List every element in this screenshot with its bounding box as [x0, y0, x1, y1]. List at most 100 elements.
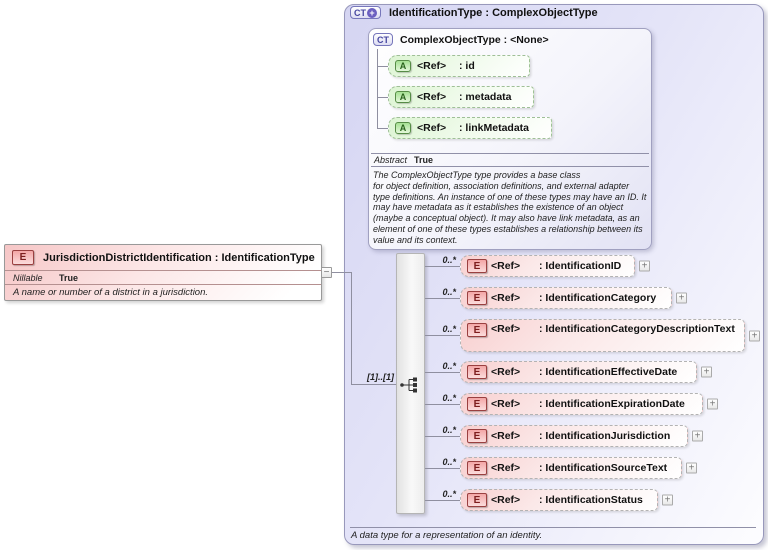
- element-box-identificationcategory[interactable]: E <Ref> : IdentificationCategory +: [460, 287, 687, 309]
- connector-line: [377, 66, 388, 67]
- connector-line: [425, 372, 460, 373]
- element-badge-icon: E: [467, 429, 487, 443]
- element-ref-label: <Ref>: [491, 430, 521, 442]
- attribute-name: : metadata: [459, 91, 512, 103]
- element-name: : IdentificationJurisdiction: [539, 430, 671, 442]
- connector-line: [425, 436, 460, 437]
- element-ref-label: <Ref>: [491, 462, 521, 474]
- occurs-label: 0..*: [442, 287, 456, 297]
- element-badge-icon: E: [467, 259, 487, 273]
- element-name: : IdentificationID: [539, 260, 622, 272]
- element-box-identificationsourcetext[interactable]: E <Ref> : IdentificationSourceText +: [460, 457, 697, 479]
- element-badge-icon: E: [467, 493, 487, 507]
- expand-icon[interactable]: +: [701, 366, 712, 378]
- element-ref-label: <Ref>: [491, 323, 521, 335]
- expand-icon[interactable]: +: [692, 430, 703, 442]
- divider: [371, 153, 649, 154]
- element-name: : IdentificationCategoryDescriptionText: [539, 323, 735, 335]
- element-name: : IdentificationSourceText: [539, 462, 668, 474]
- attribute-name: : id: [459, 60, 475, 72]
- attribute-box-id[interactable]: A <Ref> : id: [388, 55, 530, 77]
- expand-icon[interactable]: +: [639, 260, 650, 272]
- complextype-badge-text: CT: [354, 7, 366, 18]
- element-ref-label: <Ref>: [491, 260, 521, 272]
- element-title: JurisdictionDistrictIdentification : Ide…: [43, 251, 315, 264]
- occurs-label: 0..*: [442, 361, 456, 371]
- attribute-badge-icon: A: [395, 60, 411, 72]
- basetype-title: ComplexObjectType : <None>: [400, 33, 549, 46]
- element-ref-label: <Ref>: [491, 292, 521, 304]
- attribute-ref-label: <Ref>: [417, 60, 447, 72]
- element-badge-icon: E: [467, 323, 487, 337]
- basetype-description: The ComplexObjectType type provides a ba…: [373, 170, 647, 245]
- connector-line: [377, 97, 388, 98]
- nillable-value: True: [59, 272, 79, 283]
- element-box-identificationjurisdiction[interactable]: E <Ref> : IdentificationJurisdiction +: [460, 425, 703, 447]
- connector-line: [425, 298, 460, 299]
- attribute-ref-label: <Ref>: [417, 91, 447, 103]
- cardinality-label: [1]..[1]: [367, 372, 394, 382]
- expand-icon[interactable]: +: [662, 494, 673, 506]
- element-box-identificationexpirationdate[interactable]: E <Ref> : IdentificationExpirationDate +: [460, 393, 718, 415]
- basetype-header: CT ComplexObjectType : <None>: [373, 33, 549, 46]
- element-ref-label: <Ref>: [491, 398, 521, 410]
- attribute-box-linkmetadata[interactable]: A <Ref> : linkMetadata: [388, 117, 552, 139]
- connector-line: [351, 384, 396, 385]
- nillable-label: Nillable: [13, 272, 43, 283]
- expand-icon[interactable]: +: [686, 462, 697, 474]
- occurs-label: 0..*: [442, 324, 456, 334]
- nillable-row: Nillable True: [5, 271, 321, 285]
- attribute-box-metadata[interactable]: A <Ref> : metadata: [388, 86, 534, 108]
- element-box-identificationstatus[interactable]: E <Ref> : IdentificationStatus +: [460, 489, 673, 511]
- occurs-label: 0..*: [442, 425, 456, 435]
- global-type-plus-icon: +: [367, 7, 377, 18]
- connector-line: [377, 49, 378, 129]
- sequence-bar[interactable]: [396, 253, 425, 514]
- element-box-identificationcategorydescriptiontext[interactable]: E <Ref> : IdentificationCategoryDescript…: [460, 319, 760, 352]
- type-description: A data type for a representation of an i…: [351, 530, 543, 541]
- element-ref-label: <Ref>: [491, 494, 521, 506]
- type-header: CT+ IdentificationType : ComplexObjectTy…: [350, 6, 598, 19]
- connector-line: [332, 272, 351, 273]
- connector-line: [377, 128, 388, 129]
- occurs-label: 0..*: [442, 393, 456, 403]
- element-name: : IdentificationStatus: [539, 494, 643, 506]
- abstract-value: True: [414, 155, 434, 165]
- element-header: E JurisdictionDistrictIdentification : I…: [5, 245, 321, 271]
- occurs-label: 0..*: [442, 457, 456, 467]
- divider: [350, 527, 756, 528]
- connector-line: [425, 468, 460, 469]
- element-badge-icon: E: [467, 397, 487, 411]
- attribute-badge-icon: A: [395, 91, 411, 103]
- element-name: : IdentificationEffectiveDate: [539, 366, 678, 378]
- sequence-icon: [400, 377, 417, 393]
- complextype-badge-icon: CT: [373, 33, 393, 46]
- element-badge-icon: E: [467, 461, 487, 475]
- element-box-identificationeffectivedate[interactable]: E <Ref> : IdentificationEffectiveDate +: [460, 361, 712, 383]
- complextype-plus-badge-icon: CT+: [350, 6, 381, 19]
- expand-icon[interactable]: +: [707, 398, 718, 410]
- type-title: IdentificationType : ComplexObjectType: [389, 6, 598, 19]
- element-badge-icon: E: [467, 365, 487, 379]
- occurs-label: 0..*: [442, 255, 456, 265]
- expand-icon[interactable]: +: [676, 292, 687, 304]
- attribute-name: : linkMetadata: [459, 122, 530, 134]
- collapse-icon[interactable]: −: [321, 267, 332, 278]
- element-box-identificationid[interactable]: E <Ref> : IdentificationID +: [460, 255, 650, 277]
- abstract-label: Abstract: [374, 155, 408, 165]
- attribute-badge-icon: A: [395, 122, 411, 134]
- element-description: A name or number of a district in a juri…: [13, 287, 209, 298]
- attribute-ref-label: <Ref>: [417, 122, 447, 134]
- expand-icon[interactable]: +: [749, 330, 760, 341]
- element-badge-icon: E: [467, 291, 487, 305]
- element-name: : IdentificationExpirationDate: [539, 398, 685, 410]
- connector-line: [425, 404, 460, 405]
- occurs-label: 0..*: [442, 489, 456, 499]
- element-box-jurisdictiondistrictidentification[interactable]: E JurisdictionDistrictIdentification : I…: [4, 244, 322, 301]
- element-badge-icon: E: [12, 250, 34, 265]
- element-name: : IdentificationCategory: [539, 292, 657, 304]
- connector-line: [425, 335, 460, 336]
- element-ref-label: <Ref>: [491, 366, 521, 378]
- connector-line: [425, 266, 460, 267]
